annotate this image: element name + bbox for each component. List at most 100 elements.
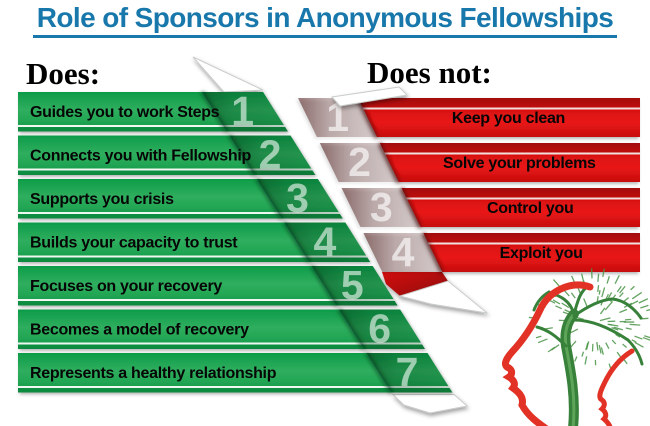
green-ribbon-bottom-fold xyxy=(391,394,469,414)
leaf-stroke xyxy=(625,327,632,330)
does-bar-label: Builds your capacity to trust xyxy=(30,235,238,252)
does-bar-number: 1 xyxy=(231,88,254,134)
does-bar-label: Becomes a model of recovery xyxy=(30,322,249,339)
does-ribbon xyxy=(18,90,453,394)
does-number-cell xyxy=(366,353,453,393)
leaf-stroke xyxy=(619,308,628,314)
leaf-stroke xyxy=(631,339,637,343)
leaf-stroke xyxy=(616,285,622,293)
leaf-stroke xyxy=(640,304,649,309)
leaf-stroke xyxy=(600,347,604,355)
does-not-bar-number: 3 xyxy=(370,184,393,230)
leaf-stroke xyxy=(646,309,650,312)
does-number-cell xyxy=(202,92,288,132)
does-number-cell xyxy=(311,266,398,306)
band-seam xyxy=(337,308,366,351)
band-seam xyxy=(364,351,394,394)
leaf-stroke xyxy=(561,302,570,309)
does-bar-number: 5 xyxy=(341,262,364,308)
does-not-bar-label: Keep you clean xyxy=(452,110,565,127)
leaf-stroke xyxy=(598,344,602,354)
does-bar-number: 6 xyxy=(368,306,391,352)
leaf-stroke xyxy=(597,285,600,292)
does-not-number-cell xyxy=(341,188,421,227)
leaf-stroke xyxy=(597,273,600,282)
leaf-stroke xyxy=(599,317,611,322)
band-seam xyxy=(200,90,229,133)
leaf-stroke xyxy=(601,287,606,298)
does-bar-row xyxy=(18,353,453,393)
leaf-stroke xyxy=(552,299,561,305)
band-seam xyxy=(309,264,339,307)
does-bar-number: 2 xyxy=(259,132,282,178)
band-seam xyxy=(421,232,445,273)
does-not-bar-label: Exploit you xyxy=(500,245,583,262)
leaf-stroke xyxy=(586,341,590,350)
small-face-profile-icon xyxy=(597,348,635,426)
leaf-stroke xyxy=(569,340,577,349)
leaf-stroke xyxy=(622,343,627,348)
does-not-bar-number: 2 xyxy=(348,139,371,185)
band-seam xyxy=(399,187,423,228)
leaf-stroke xyxy=(634,341,644,348)
band-seam xyxy=(356,97,379,138)
leaf-stroke xyxy=(581,351,585,357)
does-not-bar-row xyxy=(401,188,640,227)
leaf-stroke xyxy=(584,356,588,365)
leaf-stroke xyxy=(630,285,635,291)
leaf-stroke xyxy=(602,268,605,277)
does-not-heading: Does not: xyxy=(367,55,492,90)
leaf-stroke xyxy=(614,275,620,284)
leaf-stroke xyxy=(607,323,613,326)
red-ribbon-top-fold xyxy=(331,86,409,107)
does-not-number-cell xyxy=(298,98,377,137)
leaf-stroke xyxy=(644,335,650,339)
leaf-stroke xyxy=(629,323,641,326)
leaf-stroke xyxy=(564,309,570,313)
leaf-stroke xyxy=(549,299,556,304)
does-bar-label: Connects you with Fellowship xyxy=(30,148,251,165)
does-not-bar-row xyxy=(379,143,640,182)
does-not-bar-label: Control you xyxy=(487,200,573,217)
leaf-stroke xyxy=(547,346,556,353)
leaf-stroke xyxy=(599,307,606,315)
band-seam xyxy=(282,221,311,264)
does-not-bar-row xyxy=(423,233,640,272)
does-bar-row xyxy=(18,222,371,262)
leaf-stroke xyxy=(535,335,542,339)
does-number-cell xyxy=(256,179,343,219)
green-ribbon-top-fold xyxy=(192,56,264,93)
does-bar-label: Guides you to work Steps xyxy=(30,104,220,121)
does-not-bar-label: Solve your problems xyxy=(443,155,596,172)
leaf-stroke xyxy=(619,292,624,298)
leaf-stroke xyxy=(638,298,649,304)
band-seam xyxy=(378,142,401,183)
leaf-stroke xyxy=(555,305,563,310)
leaf-stroke xyxy=(571,275,575,283)
band-seam xyxy=(255,177,284,220)
leaf-stroke xyxy=(611,327,619,331)
leaf-stroke xyxy=(642,336,650,341)
leaf-stroke xyxy=(537,338,548,344)
leaf-stroke xyxy=(574,356,578,362)
does-bar-row xyxy=(18,266,398,306)
does-bar-number: 3 xyxy=(286,175,309,221)
profile-faces-brain-tree-icon xyxy=(501,268,650,426)
leaf-stroke xyxy=(598,290,601,295)
does-bar-label: Focuses on your recovery xyxy=(30,278,222,295)
leaf-stroke xyxy=(570,292,576,299)
band-seam xyxy=(227,134,257,177)
leaf-stroke xyxy=(613,326,624,331)
does-bar-row xyxy=(18,309,425,349)
leaf-stroke xyxy=(604,301,614,311)
does-heading: Does: xyxy=(26,56,101,91)
does-bar-number: 4 xyxy=(313,219,336,265)
red-ribbon-tail-wedge xyxy=(382,272,448,296)
leaf-stroke xyxy=(631,291,643,300)
page-title: Role of Sponsors in Anonymous Fellowship… xyxy=(0,2,650,39)
leaf-stroke xyxy=(634,335,643,340)
